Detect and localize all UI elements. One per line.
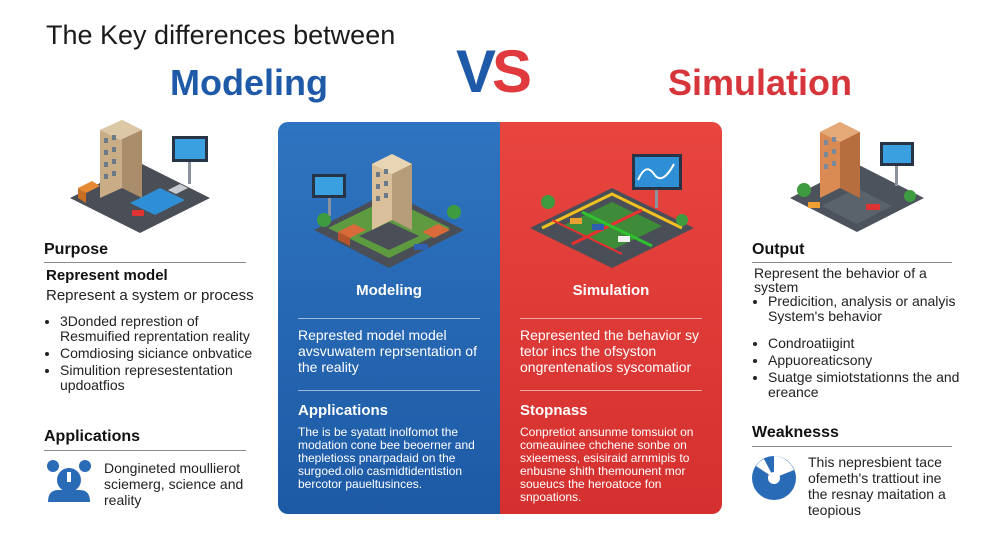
modeling-card: Modeling Represted model model avsvuwate… [278, 122, 500, 514]
list-item: 3Donded represtion of Resmuified reprent… [60, 314, 255, 344]
simulation-card: Simulation Represented the behavior sy t… [500, 122, 722, 514]
city-block-icon [312, 154, 464, 268]
card-divider [520, 390, 702, 391]
simulation-card-subheading: Stopnass [520, 402, 588, 419]
output-heading: Output [752, 241, 805, 258]
output-divider [752, 262, 952, 263]
weakness-divider [752, 446, 952, 447]
pie-chart-icon [752, 456, 796, 500]
output-line: Represent the behavior of a system [754, 265, 927, 295]
card-divider [298, 390, 480, 391]
vs-v: V [456, 38, 496, 105]
vs-s: S [492, 38, 532, 105]
list-item: Appuoreaticsony [768, 353, 968, 368]
purpose-subheading: Represent model [46, 267, 168, 284]
purpose-bullets: 3Donded represtion of Resmuified reprent… [46, 314, 255, 395]
purpose-line: Represent a system or process [46, 287, 254, 304]
list-item: Condroatiigint [768, 336, 968, 351]
modeling-card-subheading: Applications [298, 402, 389, 419]
vs-logo: VS [456, 42, 532, 102]
weakness-text: This nepresbient tace ofemeth's trattiou… [808, 454, 946, 518]
simulation-card-paragraph: Conpretiot ansunme tomsuiot on comeauine… [520, 425, 694, 504]
modeling-heading: Modeling [170, 62, 328, 103]
city-block-icon [790, 122, 924, 232]
modeling-card-paragraph: The is be syatatt inolfomot the modation… [298, 425, 475, 491]
list-item: Suatge simiotstationns the and ereance [768, 370, 968, 400]
office-building-icon [70, 120, 210, 233]
applications-divider [44, 450, 246, 451]
page-title: The Key differences between [46, 20, 396, 50]
list-item: Comdiosing siciance onbvatice [60, 346, 255, 361]
output-bullets: Predicition, analysis or analyis System'… [754, 294, 968, 326]
weakness-heading: Weaknesss [752, 424, 839, 441]
simulation-heading: Simulation [668, 62, 853, 103]
purpose-divider [44, 262, 246, 263]
card-divider [298, 318, 480, 319]
modeling-card-title: Modeling [356, 282, 422, 299]
list-item: Simulition represestentation updoatfios [60, 363, 255, 393]
simulation-card-description: Represented the behavior sy tetor incs t… [520, 327, 699, 375]
applications-heading: Applications [44, 428, 141, 445]
modeling-card-description: Represted model model avsvuwatem reprsen… [298, 327, 477, 375]
purpose-heading: Purpose [44, 241, 109, 258]
applications-text: Dongineted moullierot sciemerg, science … [104, 460, 244, 508]
output-bullets-secondary: Condroatiigint Appuoreaticsony Suatge si… [754, 336, 968, 402]
list-item: Predicition, analysis or analyis System'… [768, 294, 968, 324]
users-group-icon [47, 460, 91, 502]
card-divider [520, 318, 702, 319]
traffic-simulation-icon [530, 154, 694, 268]
simulation-card-title: Simulation [572, 282, 650, 299]
